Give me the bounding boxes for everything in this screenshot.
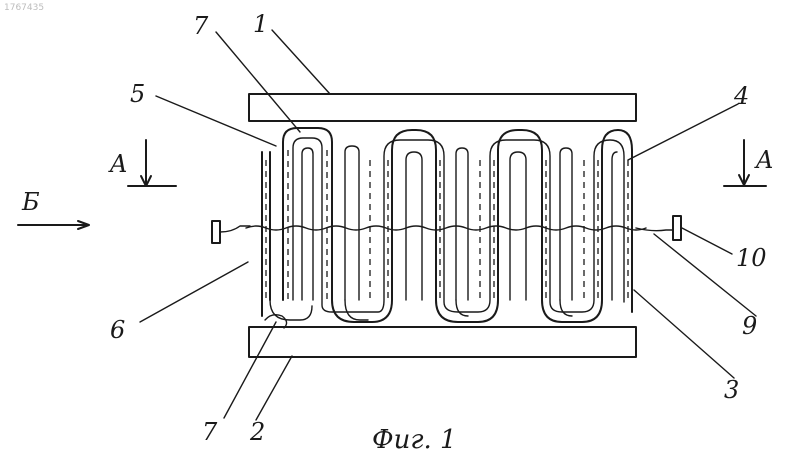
bottom-hatched-plate bbox=[249, 327, 636, 357]
top-hatched-plate bbox=[249, 94, 636, 121]
section-label-right: A bbox=[754, 146, 773, 174]
view-label: Б bbox=[21, 188, 40, 216]
view-arrow bbox=[18, 221, 89, 229]
dashed-channel-lines bbox=[266, 150, 628, 300]
callout-7-top: 7 bbox=[193, 12, 209, 40]
callout-2: 2 bbox=[249, 418, 265, 446]
left-terminal bbox=[212, 221, 220, 243]
callout-9: 9 bbox=[742, 312, 757, 340]
callout-5: 5 bbox=[130, 80, 145, 108]
connector-9 bbox=[636, 228, 673, 231]
leader-lines bbox=[140, 30, 756, 420]
section-label-left: A bbox=[108, 150, 127, 178]
valve-10 bbox=[673, 216, 681, 240]
bottom-loops bbox=[270, 300, 572, 320]
callout-7-bottom: 7 bbox=[202, 418, 218, 446]
serpentine-tube-outer bbox=[262, 128, 632, 322]
callout-1: 1 bbox=[253, 10, 268, 38]
callout-3: 3 bbox=[724, 376, 739, 404]
inner-loops bbox=[302, 146, 617, 300]
document-watermark: 1767435 bbox=[4, 3, 44, 13]
central-wavy-line bbox=[246, 226, 646, 230]
callout-6: 6 bbox=[110, 316, 125, 344]
serpentine-tube-inner bbox=[293, 138, 624, 312]
callout-10: 10 bbox=[736, 244, 767, 272]
callout-4: 4 bbox=[733, 82, 749, 110]
section-mark-left bbox=[128, 140, 176, 186]
figure-caption: Фиг. 1 bbox=[372, 425, 457, 455]
left-terminal-wire bbox=[220, 226, 250, 232]
